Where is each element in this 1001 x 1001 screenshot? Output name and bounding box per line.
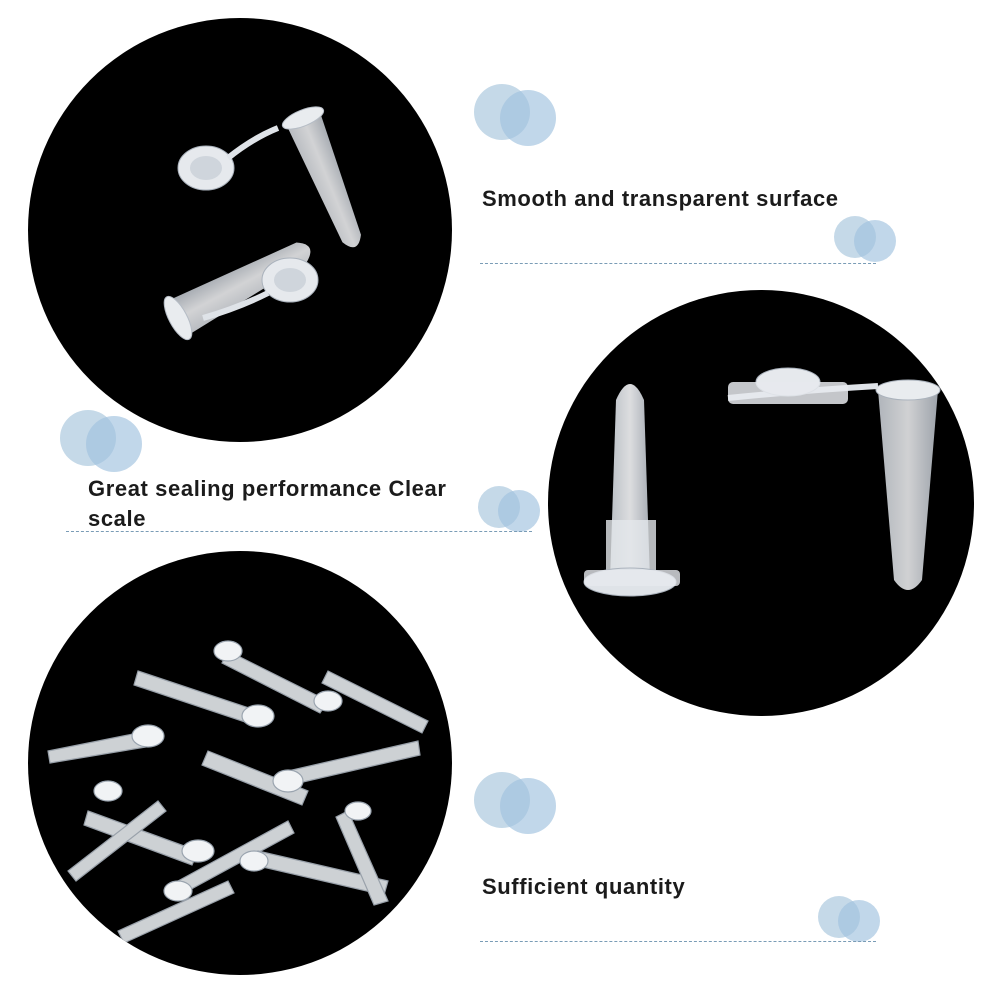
decorative-dots-icon xyxy=(834,216,896,264)
photo-two-tubes xyxy=(28,18,452,442)
divider-line xyxy=(66,531,532,532)
feature-caption-surface: Smooth and transparent surface xyxy=(482,186,839,211)
decorative-dots-icon xyxy=(474,772,558,834)
photo-pile-of-tubes xyxy=(28,551,452,975)
divider-line xyxy=(480,263,876,264)
decorative-dots-icon xyxy=(60,410,144,472)
decorative-dots-icon xyxy=(818,896,880,944)
photo-closed-open-tubes xyxy=(548,290,974,716)
decorative-dots-icon xyxy=(478,486,540,532)
divider-line xyxy=(480,941,876,942)
feature-caption-quantity: Sufficient quantity xyxy=(482,874,686,899)
decorative-dots-icon xyxy=(474,84,558,146)
feature-caption-sealing: Great sealing performance Clear scale xyxy=(88,476,447,531)
